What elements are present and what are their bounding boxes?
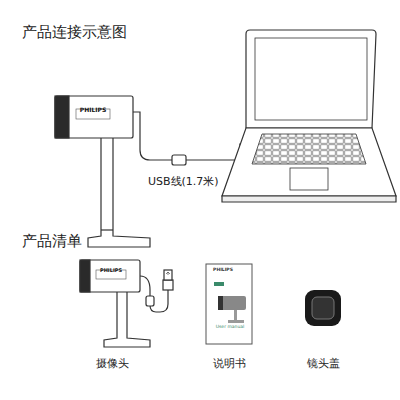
section-heading: 产品清单 bbox=[22, 233, 82, 250]
webcam-item bbox=[80, 260, 173, 347]
manual-brand: PHILIPS bbox=[213, 268, 233, 273]
cable-label: USB线(1.7米) bbox=[148, 176, 219, 188]
manual-item bbox=[206, 264, 252, 344]
brand-mark: PHILIPS bbox=[80, 107, 106, 114]
item-label: 摄像头 bbox=[96, 358, 129, 370]
diagram-title: 产品连接示意图 bbox=[22, 24, 127, 41]
item-label: 说明书 bbox=[213, 358, 246, 370]
lens-cap-item bbox=[305, 290, 341, 326]
item-label: 镜头盖 bbox=[307, 358, 340, 370]
manual-title: User manual bbox=[216, 325, 245, 330]
brand-mark: PHILIPS bbox=[100, 268, 122, 274]
laptop-figure bbox=[222, 30, 396, 202]
